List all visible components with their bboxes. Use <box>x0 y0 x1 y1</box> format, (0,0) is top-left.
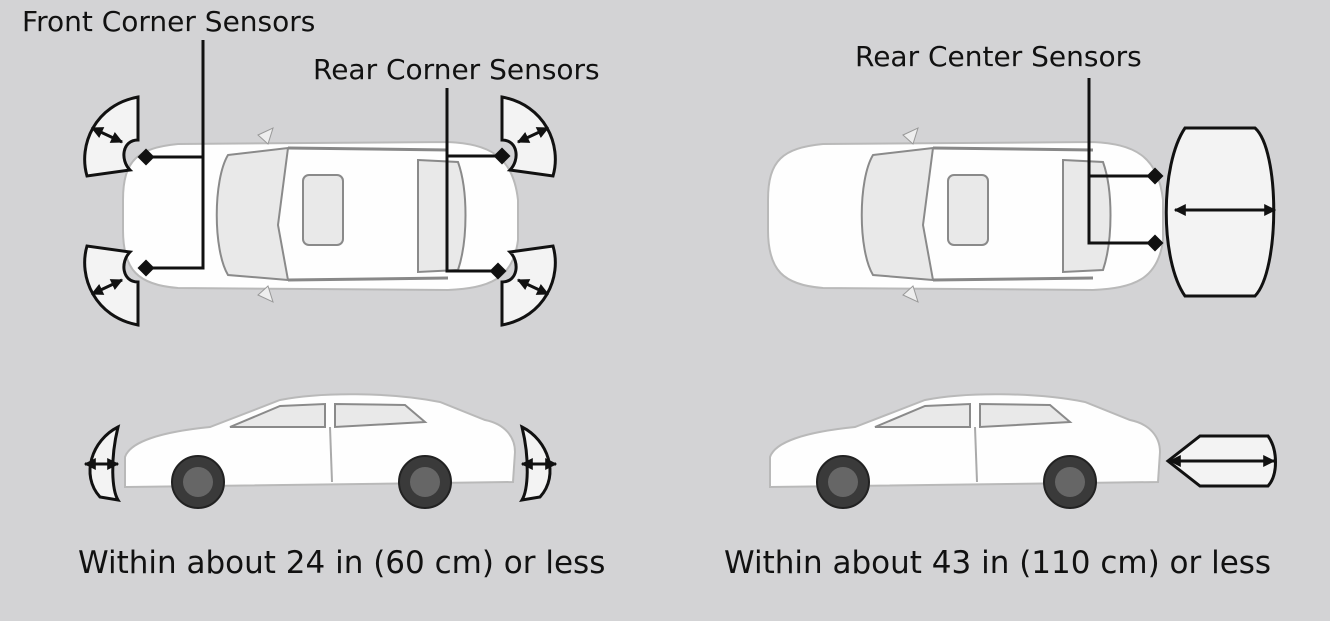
rear-corner-sensors-label: Rear Corner Sensors <box>313 53 600 86</box>
front-right-sensor <box>137 259 155 277</box>
top-view-corner <box>83 40 557 327</box>
center-range-caption: Within about 43 in (110 cm) or less <box>724 545 1272 581</box>
rear-center-sensors-label: Rear Center Sensors <box>855 40 1142 73</box>
side-view-center <box>769 393 1277 509</box>
corner-range-caption: Within about 24 in (60 cm) or less <box>78 545 606 581</box>
top-view-center <box>766 78 1277 304</box>
front-corner-sensors-label: Front Corner Sensors <box>22 5 316 38</box>
rear-right-sensor <box>489 262 507 280</box>
front-left-sensor <box>137 148 155 166</box>
rear-left-sensor <box>493 147 511 165</box>
rear-center-zone <box>1164 126 1276 298</box>
side-view-corner <box>83 393 558 509</box>
